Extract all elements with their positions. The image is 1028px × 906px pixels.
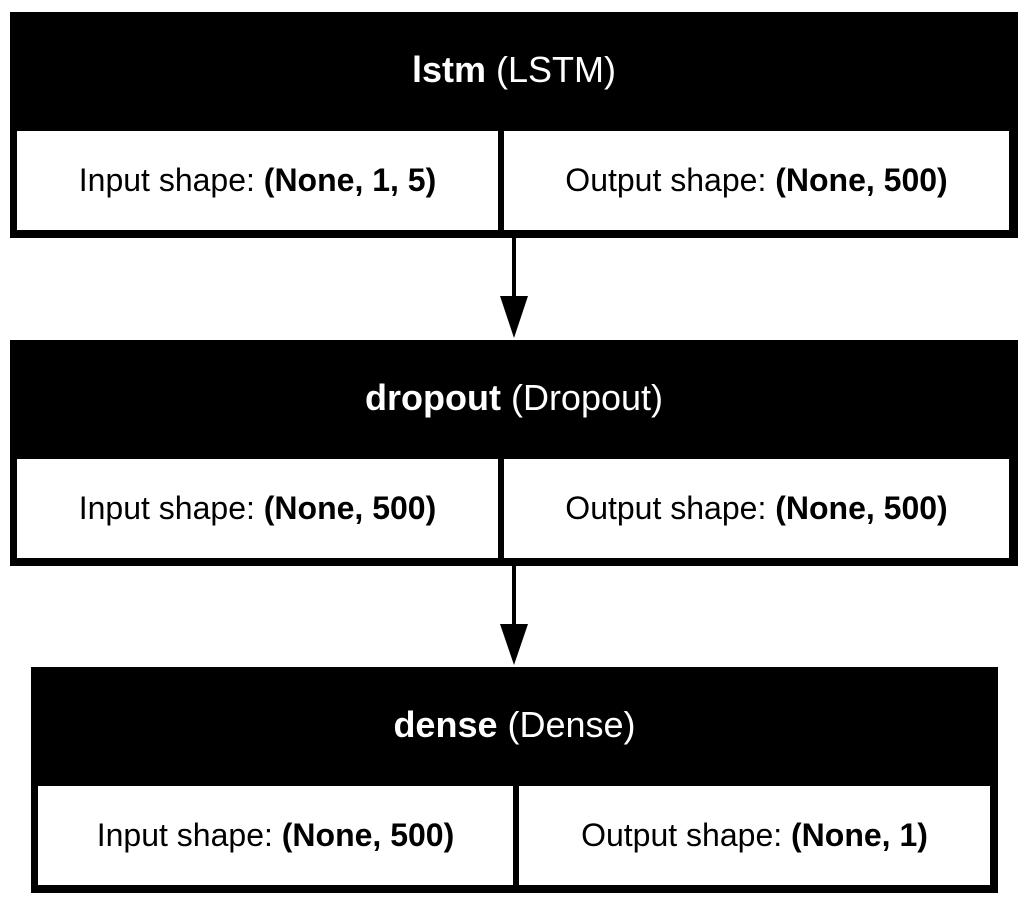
output-shape-cell: Output shape: (None, 500) <box>504 131 1009 230</box>
input-shape-cell: Input shape: (None, 500) <box>38 786 513 885</box>
input-shape-label: Input shape: <box>78 162 255 198</box>
layer-name: dense <box>393 704 498 745</box>
layer-box-dropout: dropout (Dropout) Input shape: (None, 50… <box>10 340 1018 566</box>
output-shape-label: Output shape: <box>565 490 767 526</box>
layer-type: (Dropout) <box>510 377 664 418</box>
layer-name: dropout <box>364 377 501 418</box>
layer-header: dense (Dense) <box>31 667 998 783</box>
layer-name: lstm <box>411 49 486 90</box>
output-shape-cell: Output shape: (None, 1) <box>519 786 990 885</box>
input-shape-value: (None, 500) <box>281 817 455 853</box>
input-shape-value: (None, 1, 5) <box>263 162 437 198</box>
layer-header: lstm (LSTM) <box>10 12 1018 128</box>
layer-box-dense: dense (Dense) Input shape: (None, 500) O… <box>31 667 998 893</box>
layer-header: dropout (Dropout) <box>10 340 1018 456</box>
arrow-dropout-to-dense <box>500 566 528 665</box>
input-shape-cell: Input shape: (None, 500) <box>17 459 498 558</box>
output-shape-cell: Output shape: (None, 500) <box>504 459 1009 558</box>
input-shape-value: (None, 500) <box>263 490 437 526</box>
input-shape-label: Input shape: <box>78 490 255 526</box>
layer-type: (Dense) <box>507 704 636 745</box>
input-shape-label: Input shape: <box>96 817 273 853</box>
output-shape-label: Output shape: <box>565 162 767 198</box>
layer-type: (LSTM) <box>496 49 617 90</box>
arrow-lstm-to-dropout <box>500 238 528 338</box>
layer-box-lstm: lstm (LSTM) Input shape: (None, 1, 5) Ou… <box>10 12 1018 238</box>
input-shape-cell: Input shape: (None, 1, 5) <box>17 131 498 230</box>
output-shape-value: (None, 500) <box>775 162 948 198</box>
output-shape-value: (None, 1) <box>791 817 928 853</box>
output-shape-label: Output shape: <box>581 817 783 853</box>
output-shape-value: (None, 500) <box>775 490 948 526</box>
